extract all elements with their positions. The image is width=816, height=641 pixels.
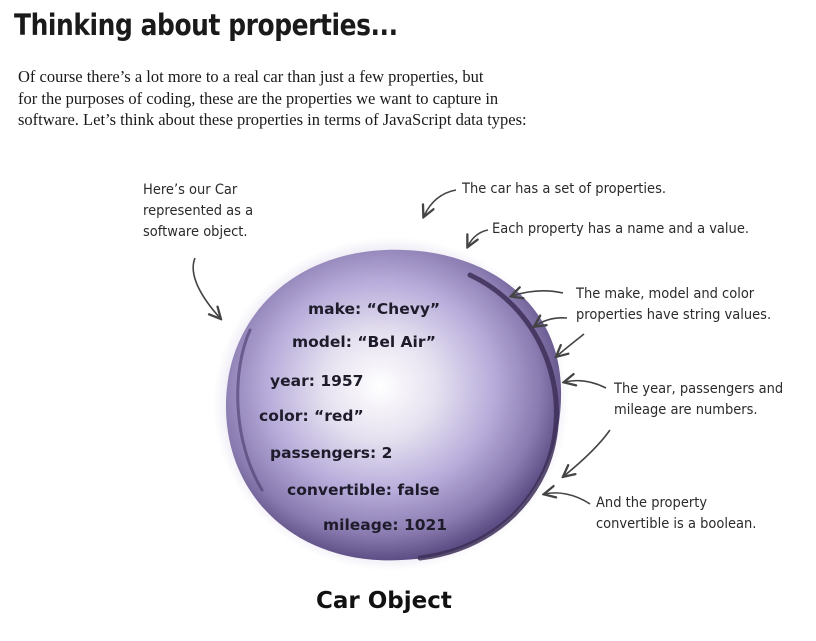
property-color: color: “red” [259,407,364,425]
annotation-line: The car has a set of properties. [462,181,667,197]
arrow-icon [468,229,489,246]
annotation-line: mileage are numbers. [614,402,758,418]
intro-line: for the purposes of coding, these are th… [18,88,499,108]
property-make: make: “Chevy” [308,300,441,318]
annotation-numbers: The year, passengers and mileage are num… [614,379,802,421]
property-passengers: passengers: 2 [270,444,393,462]
property-year: year: 1957 [270,372,364,390]
object-blob-rim-left [236,328,264,492]
annotation-line: The make, model and color [576,286,755,302]
property-model: model: “Bel Air” [292,333,436,351]
diagram-caption: Car Object [316,588,452,614]
intro-line: software. Let’s think about these proper… [18,110,527,129]
arrow-icon [545,493,591,505]
arrow-icon [424,189,457,216]
property-mileage: mileage: 1021 [323,516,448,534]
arrow-icon [564,429,611,476]
property-convertible: convertible: false [287,481,440,499]
page-title: Thinking about properties... [14,8,398,42]
arrow-icon [512,291,564,296]
object-blob-rim [417,272,559,561]
arrow-icon [557,333,585,356]
arrow-icon [565,381,607,389]
annotation-set-of-properties: The car has a set of properties. [462,179,689,200]
object-blob [225,249,562,561]
annotation-line: Each property has a name and a value. [492,221,750,237]
annotation-car-software-object: Here’s our Car represented as a software… [143,180,265,243]
intro-line: Of course there’s a lot more to a real c… [18,67,484,86]
annotation-line: properties have string values. [576,307,772,323]
annotation-line: convertible is a boolean. [596,516,757,532]
annotation-boolean: And the property convertible is a boolea… [596,493,774,535]
annotation-line: software object. [143,224,248,240]
annotation-line: The year, passengers and [614,381,784,397]
annotation-line: represented as a [143,203,254,219]
intro-paragraph: Of course there’s a lot more to a real c… [18,66,527,131]
arrow-icon [535,318,568,326]
annotation-line: And the property [596,495,708,511]
arrow-icon [192,257,220,318]
annotation-name-and-value: Each property has a name and a value. [492,219,778,240]
annotation-string-values: The make, model and color properties hav… [576,284,793,326]
annotation-line: Here’s our Car [143,182,238,198]
